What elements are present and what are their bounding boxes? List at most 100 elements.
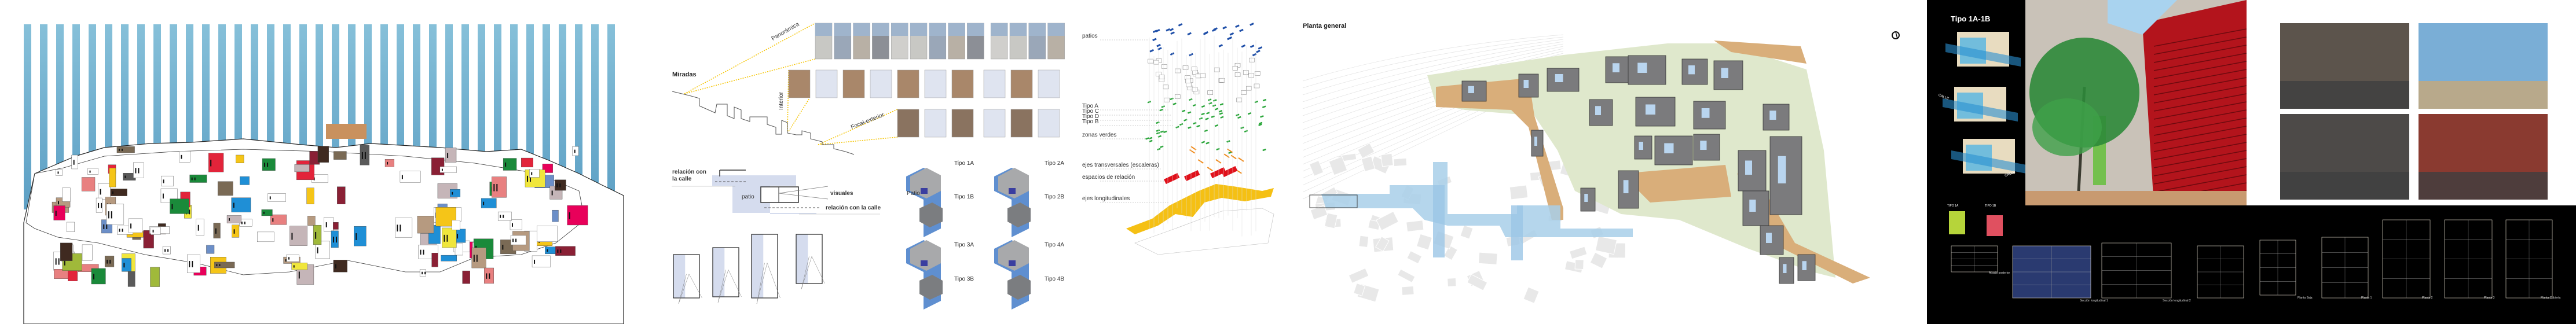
house-window <box>441 168 443 171</box>
house-window <box>452 192 453 195</box>
house-facade <box>268 193 286 202</box>
city-block <box>1443 245 1458 261</box>
green-zone <box>1206 112 1210 115</box>
house <box>484 267 494 284</box>
green-zone <box>1260 115 1264 118</box>
house <box>226 215 241 223</box>
house-window <box>335 264 336 269</box>
house <box>268 193 286 202</box>
house-window <box>496 184 498 192</box>
green-zone <box>1196 124 1200 128</box>
house-window <box>269 196 271 200</box>
house-window <box>101 203 102 208</box>
house-window <box>361 152 363 159</box>
city-block <box>1509 185 1529 200</box>
view-label-interior: Interior <box>778 91 785 110</box>
house-window <box>574 149 576 153</box>
green-zone <box>1157 148 1161 150</box>
house <box>510 235 526 245</box>
house-window <box>135 168 137 174</box>
stair-axis <box>1215 159 1222 164</box>
house <box>161 175 174 187</box>
city-block <box>1467 274 1488 291</box>
house-facade <box>143 230 154 249</box>
house <box>384 159 394 167</box>
plan-patio-fill <box>752 234 764 298</box>
green-zone <box>1262 105 1266 108</box>
green-zone <box>1244 130 1248 132</box>
render-floor <box>2280 172 2409 200</box>
type-block-grey <box>1007 203 1031 227</box>
building-wireframe <box>1234 72 1241 77</box>
house-facade <box>400 171 421 183</box>
house-window <box>108 211 109 219</box>
house-window <box>57 201 59 205</box>
house <box>400 171 421 183</box>
house <box>128 218 143 233</box>
photo-sky <box>929 23 946 36</box>
street-relation-label-2: relación con la calle <box>826 205 881 211</box>
building-wireframe <box>1214 67 1220 72</box>
louvre-slat <box>2153 53 2247 71</box>
house-window <box>57 171 59 174</box>
building-wireframe <box>1241 90 1247 95</box>
building-wireframe <box>1153 60 1159 65</box>
house-window <box>118 149 120 151</box>
house-window <box>103 224 105 229</box>
house-facade <box>96 197 102 213</box>
patio-mark <box>1241 44 1246 48</box>
house-facade <box>151 227 161 235</box>
house-window <box>493 184 495 192</box>
house <box>497 211 512 221</box>
house <box>395 218 413 238</box>
house <box>213 223 221 239</box>
green-zone <box>1145 137 1149 140</box>
house-facade <box>307 216 316 226</box>
house-window <box>486 273 488 279</box>
house-window <box>444 234 445 242</box>
photo-sky <box>891 23 908 36</box>
green-zone <box>1172 102 1177 105</box>
house-facade <box>82 244 93 261</box>
house-facade <box>317 146 329 163</box>
building-wireframe <box>1186 82 1192 87</box>
patio-mark <box>1152 38 1157 42</box>
miradas-diagram <box>672 23 1065 310</box>
house <box>354 226 367 246</box>
tree-canopy <box>2032 98 2102 156</box>
patio-mark <box>1258 46 1263 50</box>
city-block <box>1574 259 1584 270</box>
house <box>537 225 558 242</box>
building-patio <box>1783 264 1787 273</box>
patio-mark <box>1166 28 1171 32</box>
green-zone <box>1156 121 1160 124</box>
layer-label-ejes-longitudinales: ejes longitudinales <box>1082 196 1130 202</box>
house-facade <box>81 177 96 192</box>
house-window <box>531 172 533 175</box>
house-facade <box>455 243 463 256</box>
house-window <box>401 175 403 179</box>
green-zone <box>1247 112 1252 115</box>
house-window <box>285 259 287 262</box>
interior-photo <box>1010 69 1033 98</box>
house-window <box>233 229 235 234</box>
house <box>150 267 160 287</box>
patio-mark <box>1249 23 1254 26</box>
house-window <box>291 233 293 240</box>
house-window <box>559 183 561 187</box>
contour-line <box>1302 36 1564 89</box>
photo-sky <box>991 23 1008 36</box>
house-window <box>356 233 357 240</box>
patio-mark <box>1213 27 1218 31</box>
type-patio <box>1009 188 1016 194</box>
house-window <box>446 234 448 242</box>
city-block <box>1397 268 1416 284</box>
green-zone <box>1211 115 1215 118</box>
technical-drawing <box>2197 245 2244 299</box>
city-block <box>1358 235 1369 248</box>
house-facade <box>384 159 394 167</box>
house-facade <box>452 220 460 230</box>
layer-label-ejes-transversales: ejes transversales (escaleras) <box>1082 162 1159 168</box>
model-photo <box>1943 87 2018 122</box>
house-facade <box>270 214 287 225</box>
